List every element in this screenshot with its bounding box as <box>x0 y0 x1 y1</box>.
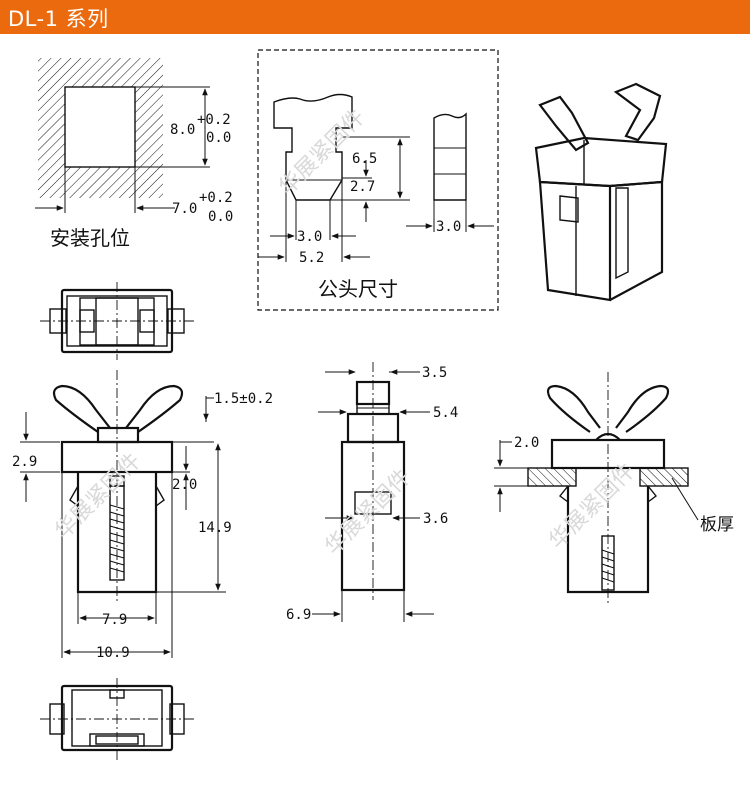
board-right <box>639 467 689 487</box>
iso-wing-right <box>613 82 662 142</box>
install-wing-left <box>546 384 601 433</box>
dim-hole-height: 8.0 <box>170 122 195 138</box>
male-head-frame <box>257 49 499 311</box>
title-bar: DL-1 系列 <box>0 0 750 34</box>
install-wing-right <box>615 384 670 433</box>
installed-view: 2.0 板厚 <box>494 372 734 604</box>
dim-male-52: 5.2 <box>299 250 324 266</box>
front-view: 1.5±0.2 2.9 2.0 14.9 7.9 10.9 <box>12 370 273 661</box>
top-view <box>40 282 194 360</box>
dim-hole-height-tol-low: 0.0 <box>206 130 231 146</box>
dim-male-30b: 3.0 <box>436 219 461 235</box>
male-head-profile <box>273 93 353 201</box>
caption-board-thickness: 板厚 <box>700 515 734 535</box>
bottom-view <box>40 678 194 760</box>
caption-mounting-hole: 安装孔位 <box>50 226 130 250</box>
dim-male-65: 6.5 <box>352 151 377 167</box>
watermark-2: 华展紧固件 <box>51 449 146 544</box>
dim-hole-height-tol-up: +0.2 <box>197 112 231 128</box>
front-wing-right <box>125 384 184 433</box>
dim-front-79: 7.9 <box>102 612 127 628</box>
dim-hole-width: 7.0 <box>172 201 197 217</box>
isometric-view <box>534 82 668 302</box>
dim-front-149: 14.9 <box>198 520 232 536</box>
dim-male-27: 2.7 <box>350 179 375 195</box>
hole-outline <box>64 86 136 168</box>
dim-side-54: 5.4 <box>433 405 458 421</box>
dim-front-15: 1.5±0.2 <box>214 391 273 407</box>
dim-side-35: 3.5 <box>422 365 447 381</box>
male-head-view: 6.5 2.7 3.0 5.2 3.0 公头尺寸 <box>257 49 499 311</box>
dim-front-29: 2.9 <box>12 454 37 470</box>
iso-side-face <box>609 180 664 301</box>
dim-hole-width-tol-low: 0.0 <box>208 209 233 225</box>
side-view: 3.5 5.4 3.6 6.9 <box>286 362 458 623</box>
dim-front-20: 2.0 <box>172 477 197 493</box>
iso-top <box>534 136 668 188</box>
page-title: DL-1 系列 <box>8 7 109 31</box>
iso-wing-left <box>538 95 590 152</box>
watermark-3: 华展紧固件 <box>321 465 416 560</box>
caption-male-head: 公头尺寸 <box>318 277 398 301</box>
dim-front-109: 10.9 <box>96 645 130 661</box>
board-left <box>527 467 577 487</box>
dim-side-69: 6.9 <box>286 607 311 623</box>
dim-male-30a: 3.0 <box>297 229 322 245</box>
dim-side-36: 3.6 <box>423 511 448 527</box>
iso-front-face <box>538 180 612 302</box>
mounting-hole-view: 8.0 +0.2 0.0 7.0 +0.2 0.0 安装孔位 <box>35 58 233 250</box>
dim-install-20: 2.0 <box>514 435 539 451</box>
male-head-side <box>433 112 467 201</box>
front-wing-left <box>52 384 111 433</box>
dim-hole-width-tol-up: +0.2 <box>199 190 233 206</box>
